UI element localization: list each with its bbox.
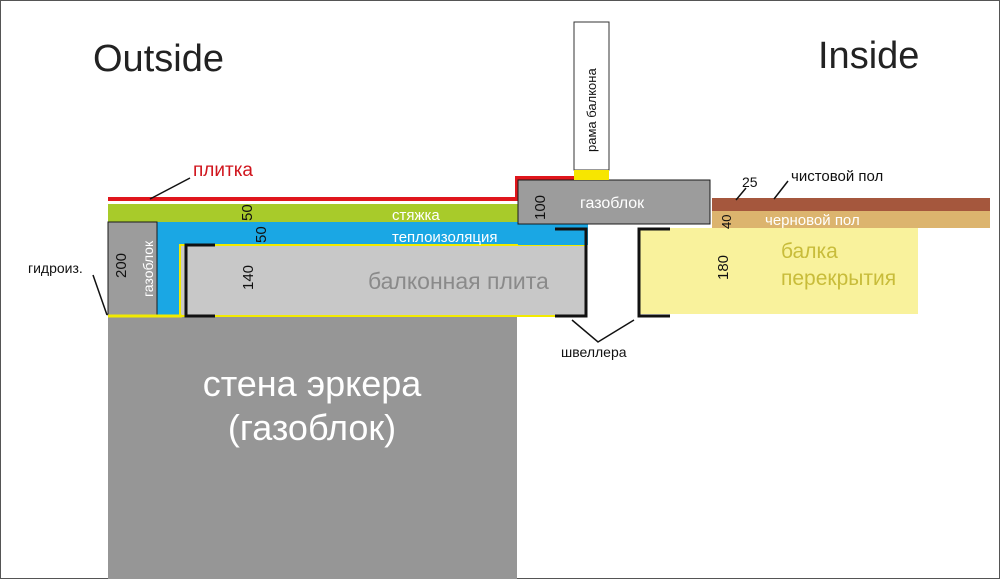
label-finish-floor: чистовой пол <box>791 168 883 185</box>
heading-inside: Inside <box>818 35 919 77</box>
label-rough-floor: черновой пол <box>765 212 860 229</box>
waterproofing-leader <box>92 274 108 316</box>
channels-leader <box>571 319 635 343</box>
label-beam-line1: балка <box>781 240 838 263</box>
tile-layer <box>108 176 574 201</box>
floor-beam <box>639 228 918 314</box>
channel-middle <box>555 227 588 318</box>
dim-gas-block-side: 200 <box>113 253 130 278</box>
label-waterproofing: гидроиз. <box>28 260 83 276</box>
label-gas-block-top: газоблок <box>580 195 645 212</box>
label-tile: плитка <box>193 160 253 181</box>
label-beam-line2: перекрытия <box>781 267 896 290</box>
dim-finish-floor: 25 <box>742 174 758 190</box>
screed-layer <box>108 204 518 222</box>
label-screed: стяжка <box>392 207 440 224</box>
dim-screed: 50 <box>239 204 256 221</box>
bay-wall <box>108 316 517 579</box>
label-balcony-frame: рама балкона <box>584 68 599 152</box>
heading-outside: Outside <box>93 38 224 80</box>
balcony-frame <box>573 21 610 171</box>
label-insulation: теплоизоляция <box>392 229 498 246</box>
channel-left <box>184 243 215 318</box>
label-wall-line2: (газоблок) <box>228 407 396 448</box>
rough-floor <box>712 211 990 228</box>
dim-beam: 180 <box>715 255 732 280</box>
dim-gas-block-top: 100 <box>532 195 549 220</box>
label-balcony-slab: балконная плита <box>368 268 549 294</box>
dim-insulation: 50 <box>253 226 270 243</box>
channel-right <box>637 227 670 318</box>
dim-rough-floor: 40 <box>719 215 734 229</box>
finish-dim-leader <box>735 187 747 201</box>
gas-block-top <box>517 179 711 225</box>
dim-slab: 140 <box>240 265 257 290</box>
finish-floor-leader <box>773 180 789 200</box>
label-wall-line1: стена эркера <box>203 363 423 404</box>
finish-floor <box>712 198 990 211</box>
tile-leader <box>149 177 191 200</box>
balcony-frame-base <box>574 170 609 180</box>
label-gas-block-side: газоблок <box>140 240 156 297</box>
insulation-under-block <box>518 222 588 245</box>
label-channels: швеллера <box>561 344 627 360</box>
